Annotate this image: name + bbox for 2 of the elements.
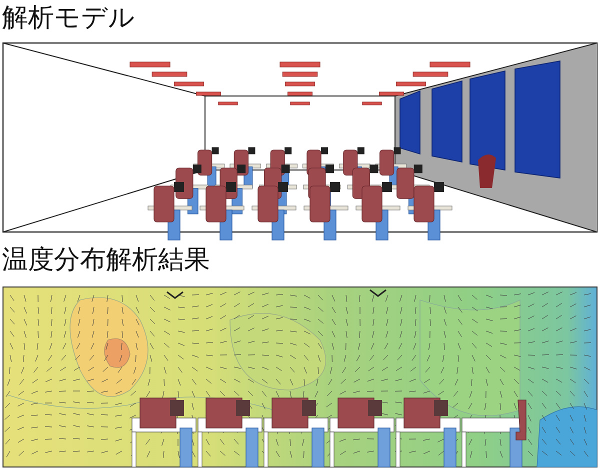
section-heading: 温度分布解析結果 xyxy=(2,244,210,276)
section-heading: 解析モデル xyxy=(2,2,135,34)
